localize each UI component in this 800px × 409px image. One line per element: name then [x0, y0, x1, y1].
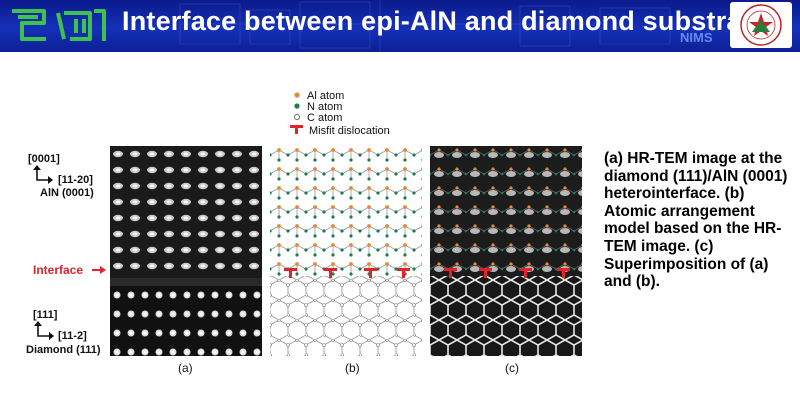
legend-n-atom: N atom	[307, 101, 342, 113]
label-11-20: [11-20]	[58, 174, 93, 186]
axis-arrowheads-diamond	[34, 321, 54, 340]
panel-a-hrtem	[110, 146, 262, 356]
panel-b-model	[270, 146, 422, 356]
label-11-2: [11-2]	[58, 330, 87, 342]
n-atom-marker	[294, 103, 300, 109]
header-bar: Interface between epi-AlN and diamond su…	[0, 0, 800, 52]
misfit-markers-b	[284, 268, 410, 278]
label-diamond: Diamond (111)	[26, 344, 101, 356]
c-atom-marker	[293, 114, 300, 121]
label-interface: Interface	[33, 263, 83, 277]
slide-title: Interface between epi-AlN and diamond su…	[122, 6, 767, 36]
panel-label-c: (c)	[505, 361, 519, 375]
legend-c-atom: C atom	[307, 112, 342, 124]
interface-marker: Interface	[33, 263, 106, 277]
panel-label-b: (b)	[345, 361, 360, 375]
legend-al-atom: Al atom	[307, 90, 344, 102]
panel-c-superimposed	[430, 146, 582, 356]
aln-orientation: [0001] [11-20] AlN (0001)	[28, 153, 94, 199]
legend: Al atom N atom C atom Misfit dislocation	[290, 90, 390, 137]
interface-arrowhead	[100, 266, 106, 274]
axis-arrowheads-aln	[33, 165, 53, 184]
nims-watermark: NIMS	[680, 30, 713, 45]
label-aln: AlN (0001)	[40, 187, 94, 199]
misfit-dislocation-marker	[290, 125, 303, 134]
label-0001: [0001]	[28, 153, 60, 165]
diamond-orientation: [111] [11-2] Diamond (111)	[26, 309, 101, 356]
institute-seal	[730, 2, 792, 48]
university-logo	[12, 9, 106, 41]
axis-arrow-aln	[36, 166, 52, 181]
axis-arrow-diamond	[37, 322, 53, 337]
legend-misfit: Misfit dislocation	[309, 125, 390, 137]
panel-label-a: (a)	[178, 361, 193, 375]
header-decoration	[179, 0, 671, 52]
al-atom-marker	[294, 92, 300, 98]
label-111: [111]	[33, 309, 58, 321]
figure-caption: (a) HR-TEM image at the diamond (111)/Al…	[604, 150, 788, 291]
misfit-markers-c	[444, 268, 570, 278]
